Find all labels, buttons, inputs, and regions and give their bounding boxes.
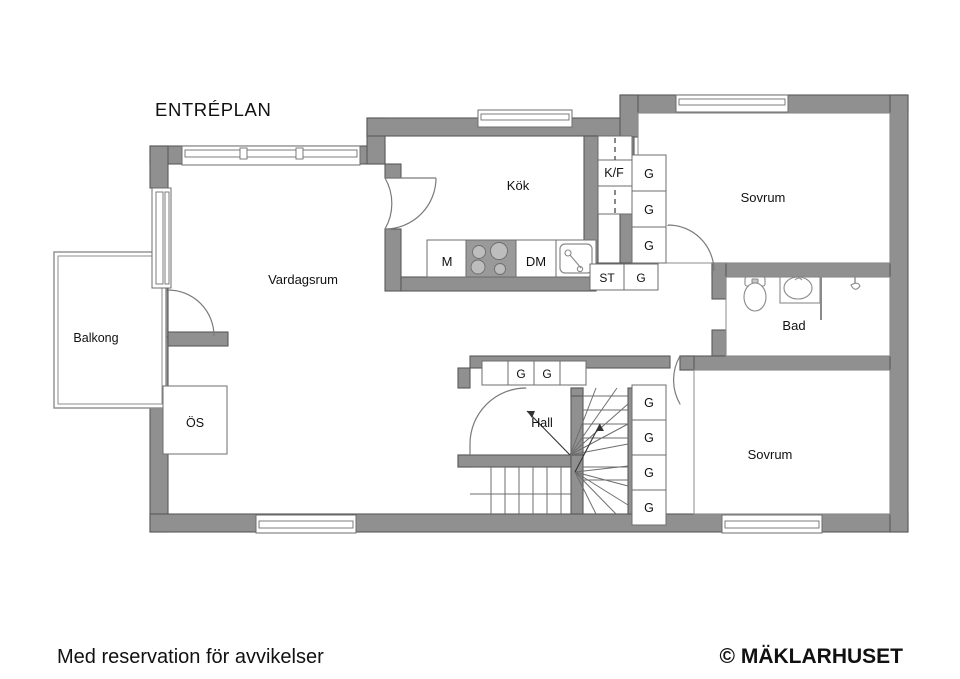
storage-label-g-st: G <box>636 271 645 285</box>
storage-label-g-kf-1: G <box>644 167 654 181</box>
door-kitchen-arc <box>384 177 437 230</box>
wc-flush <box>751 278 759 284</box>
appliance-label-m: M <box>442 254 453 269</box>
stair-winder-lower <box>574 465 629 515</box>
balcony-group <box>53 251 167 409</box>
basin-tap <box>794 277 803 281</box>
door-hall-swing <box>469 387 527 445</box>
g-cell-st <box>623 263 659 291</box>
window-balcony-door <box>151 187 172 289</box>
stairs-group <box>470 387 629 515</box>
g-column-stair <box>631 384 667 526</box>
storage-label-kf: K/F <box>604 166 624 180</box>
stair-lower-flight <box>470 467 571 514</box>
hob-burner-2 <box>490 242 508 260</box>
g-cell-1 <box>631 154 667 192</box>
wall-kitchen-left-lower <box>384 228 402 292</box>
g-stair-cell-4 <box>631 489 667 526</box>
balcony-inner <box>57 255 163 405</box>
window-bottom-right <box>721 514 823 534</box>
wall-kitchen-bottom <box>400 276 597 292</box>
room-label-sovrum-2: Sovrum <box>748 447 793 462</box>
wall-bath-top <box>711 262 891 278</box>
hook-head <box>850 282 861 290</box>
room-label-sovrum-1: Sovrum <box>741 190 786 205</box>
hall-cell-blank <box>481 360 509 386</box>
st-cell <box>589 263 625 291</box>
wall-hall-bottom <box>457 454 572 468</box>
hall-g-1 <box>507 360 535 386</box>
g-stair-cell-1 <box>631 384 667 421</box>
sink-basin <box>559 243 593 274</box>
st-row-group <box>589 263 659 291</box>
wall-bath-left-lower <box>711 329 727 357</box>
storage-label-g-hall-1: G <box>516 367 525 381</box>
door-balcony-swing <box>167 289 215 337</box>
sink-tap <box>576 265 584 273</box>
appliance-label-dm: DM <box>526 254 546 269</box>
hall-g-2 <box>533 360 561 386</box>
g-column-kitchen <box>631 154 667 264</box>
storage-label-os: ÖS <box>186 416 204 430</box>
wall-stair-top-stub <box>570 387 584 397</box>
storage-label-g-hall-2: G <box>542 367 551 381</box>
footer-copyright: © MÄKLARHUSET <box>720 645 904 668</box>
wall-bedroom1-left-step <box>619 94 639 138</box>
window-kitchen-top <box>477 109 573 128</box>
room-label-kok: Kök <box>507 178 530 193</box>
room-label-balkong: Balkong <box>73 331 118 345</box>
window-bottom-left <box>255 514 357 534</box>
window-bedroom1-top <box>675 94 789 113</box>
storage-label-g-kf-2: G <box>644 203 654 217</box>
g-stair-cell-3 <box>631 454 667 491</box>
wall-os-ledge <box>167 331 229 347</box>
outline-bedroom2 <box>693 369 891 515</box>
storage-label-g-stair-3: G <box>644 466 654 480</box>
cabinet-m <box>426 239 467 278</box>
door-group <box>167 177 715 455</box>
storage-label-g-stair-4: G <box>644 501 654 515</box>
page-title: ENTRÉPLAN <box>155 99 271 120</box>
wall-hall-left <box>457 367 471 389</box>
room-label-vardagsrum: Vardagsrum <box>268 272 338 287</box>
wall-kitchen-left-upper <box>384 163 402 179</box>
g-row-hall <box>481 360 587 386</box>
sink-tap-arm <box>569 254 582 269</box>
stair-arrow-upper <box>526 410 571 456</box>
wall-stair-spine-lower <box>570 454 584 515</box>
hob-burner-1 <box>472 245 486 259</box>
hob-burner-3 <box>470 259 486 275</box>
stair-arrow-lower <box>574 423 604 473</box>
g-cell-2 <box>631 190 667 228</box>
door-bedroom2-arc <box>673 355 681 405</box>
storage-label-g-stair-2: G <box>644 431 654 445</box>
hall-cell-blank-2 <box>559 360 587 386</box>
window-living-top <box>181 145 361 166</box>
room-label-hall: Hall <box>531 416 553 430</box>
g-stair-cell-2 <box>631 419 667 456</box>
door-kitchen-swing-arc <box>384 177 393 230</box>
window-group <box>151 94 823 534</box>
wc-bowl <box>743 282 767 312</box>
g-cell-3 <box>631 226 667 264</box>
bath-fixture-group <box>743 276 861 320</box>
wall-bedroom2-left-step <box>679 355 695 371</box>
storage-label-g-stair-1: G <box>644 396 654 410</box>
basin-bowl <box>783 276 813 300</box>
footer-disclaimer: Med reservation för avvikelser <box>57 646 324 668</box>
os-box <box>162 385 228 455</box>
storage-label-st: ST <box>599 271 615 285</box>
storage-label-g-kf-3: G <box>644 239 654 253</box>
kitchen-counter-group <box>426 239 597 278</box>
wall-left-upper <box>149 145 169 189</box>
sink-drain <box>564 249 572 257</box>
wall-right <box>889 94 909 533</box>
wall-bath-bottom <box>679 355 891 371</box>
room-label-bad: Bad <box>782 318 805 333</box>
hob-burner-4 <box>494 263 506 275</box>
door-bedroom1-arc <box>667 224 715 272</box>
